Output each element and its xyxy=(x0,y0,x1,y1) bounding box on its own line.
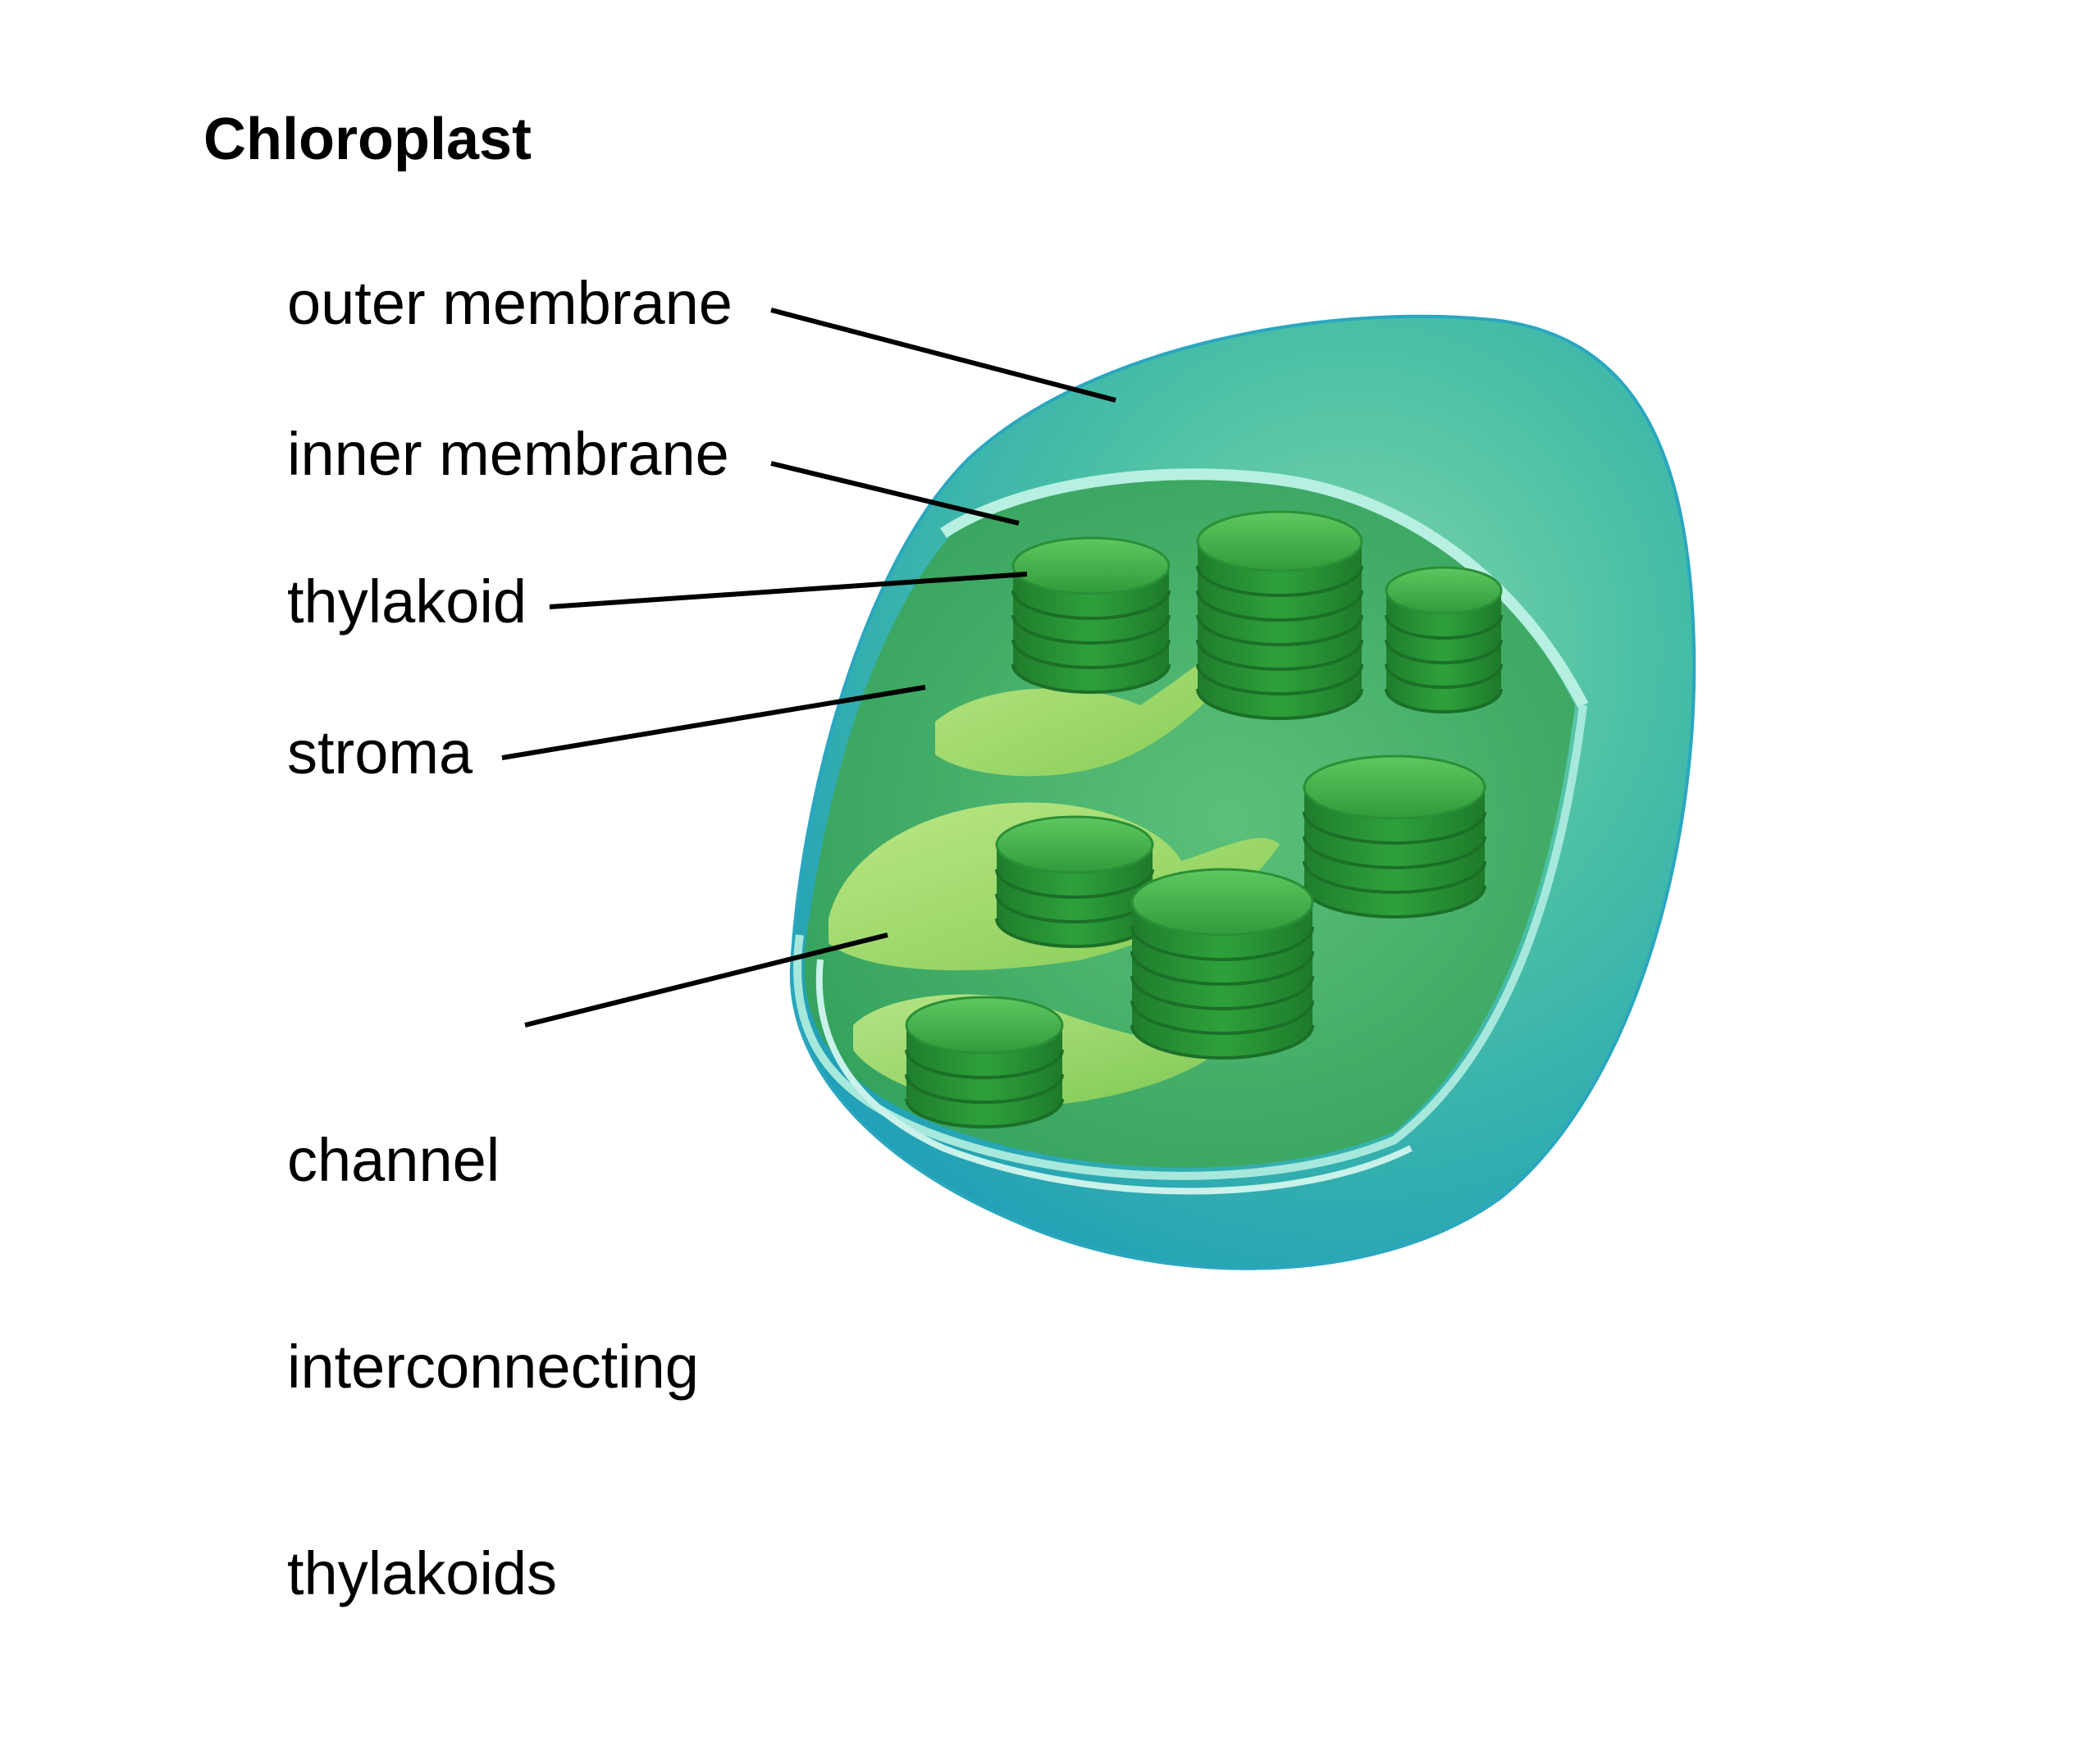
label-outer-membrane: outer membrane xyxy=(287,269,733,337)
stroma-region xyxy=(804,469,1575,1168)
label-inner-membrane: inner membrane xyxy=(287,420,729,488)
chloroplast-diagram: Chloroplast xyxy=(203,107,1696,1607)
label-channel-line2: interconnecting xyxy=(287,1333,699,1401)
leader-outer-membrane xyxy=(770,308,1116,403)
leader-lines xyxy=(501,308,1116,1028)
granum-1 xyxy=(1011,536,1171,694)
label-thylakoid: thylakoid xyxy=(287,568,527,636)
channel-upper xyxy=(935,623,1255,777)
granum-5 xyxy=(995,815,1154,948)
label-channel-interconnecting-thylakoids: channel interconnecting thylakoids xyxy=(287,988,699,1746)
granum-4 xyxy=(1303,754,1486,919)
granum-2 xyxy=(1196,510,1363,720)
leader-channel xyxy=(524,932,888,1028)
leader-stroma xyxy=(501,685,926,760)
label-channel-line3: thylakoids xyxy=(287,1539,558,1607)
granum-3 xyxy=(1385,566,1503,713)
leader-inner-membrane xyxy=(770,461,1020,526)
inner-membrane xyxy=(940,468,1589,709)
label-channel-line1: channel xyxy=(287,1126,500,1194)
granum-7 xyxy=(905,996,1064,1128)
label-stroma: stroma xyxy=(287,718,473,786)
granum-6 xyxy=(1130,868,1314,1060)
leader-thylakoid xyxy=(549,572,1028,609)
chloroplast-illustration xyxy=(789,314,1696,1270)
grana-stacks xyxy=(905,510,1503,1128)
diagram-title: Chloroplast xyxy=(203,107,532,172)
